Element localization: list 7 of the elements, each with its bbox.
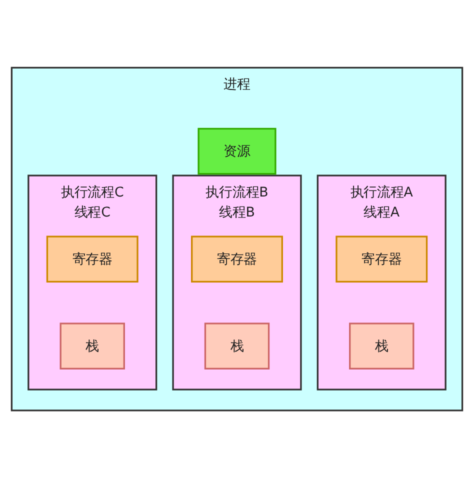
node-box: 寄存器 [46, 236, 138, 283]
node-box: 资源 [198, 128, 276, 176]
node-box: 栈 [204, 323, 270, 370]
node-box: 栈 [349, 323, 414, 370]
node-box: 寄存器 [191, 236, 283, 283]
node-box: 栈 [60, 323, 125, 370]
node-box: 寄存器 [336, 236, 428, 283]
